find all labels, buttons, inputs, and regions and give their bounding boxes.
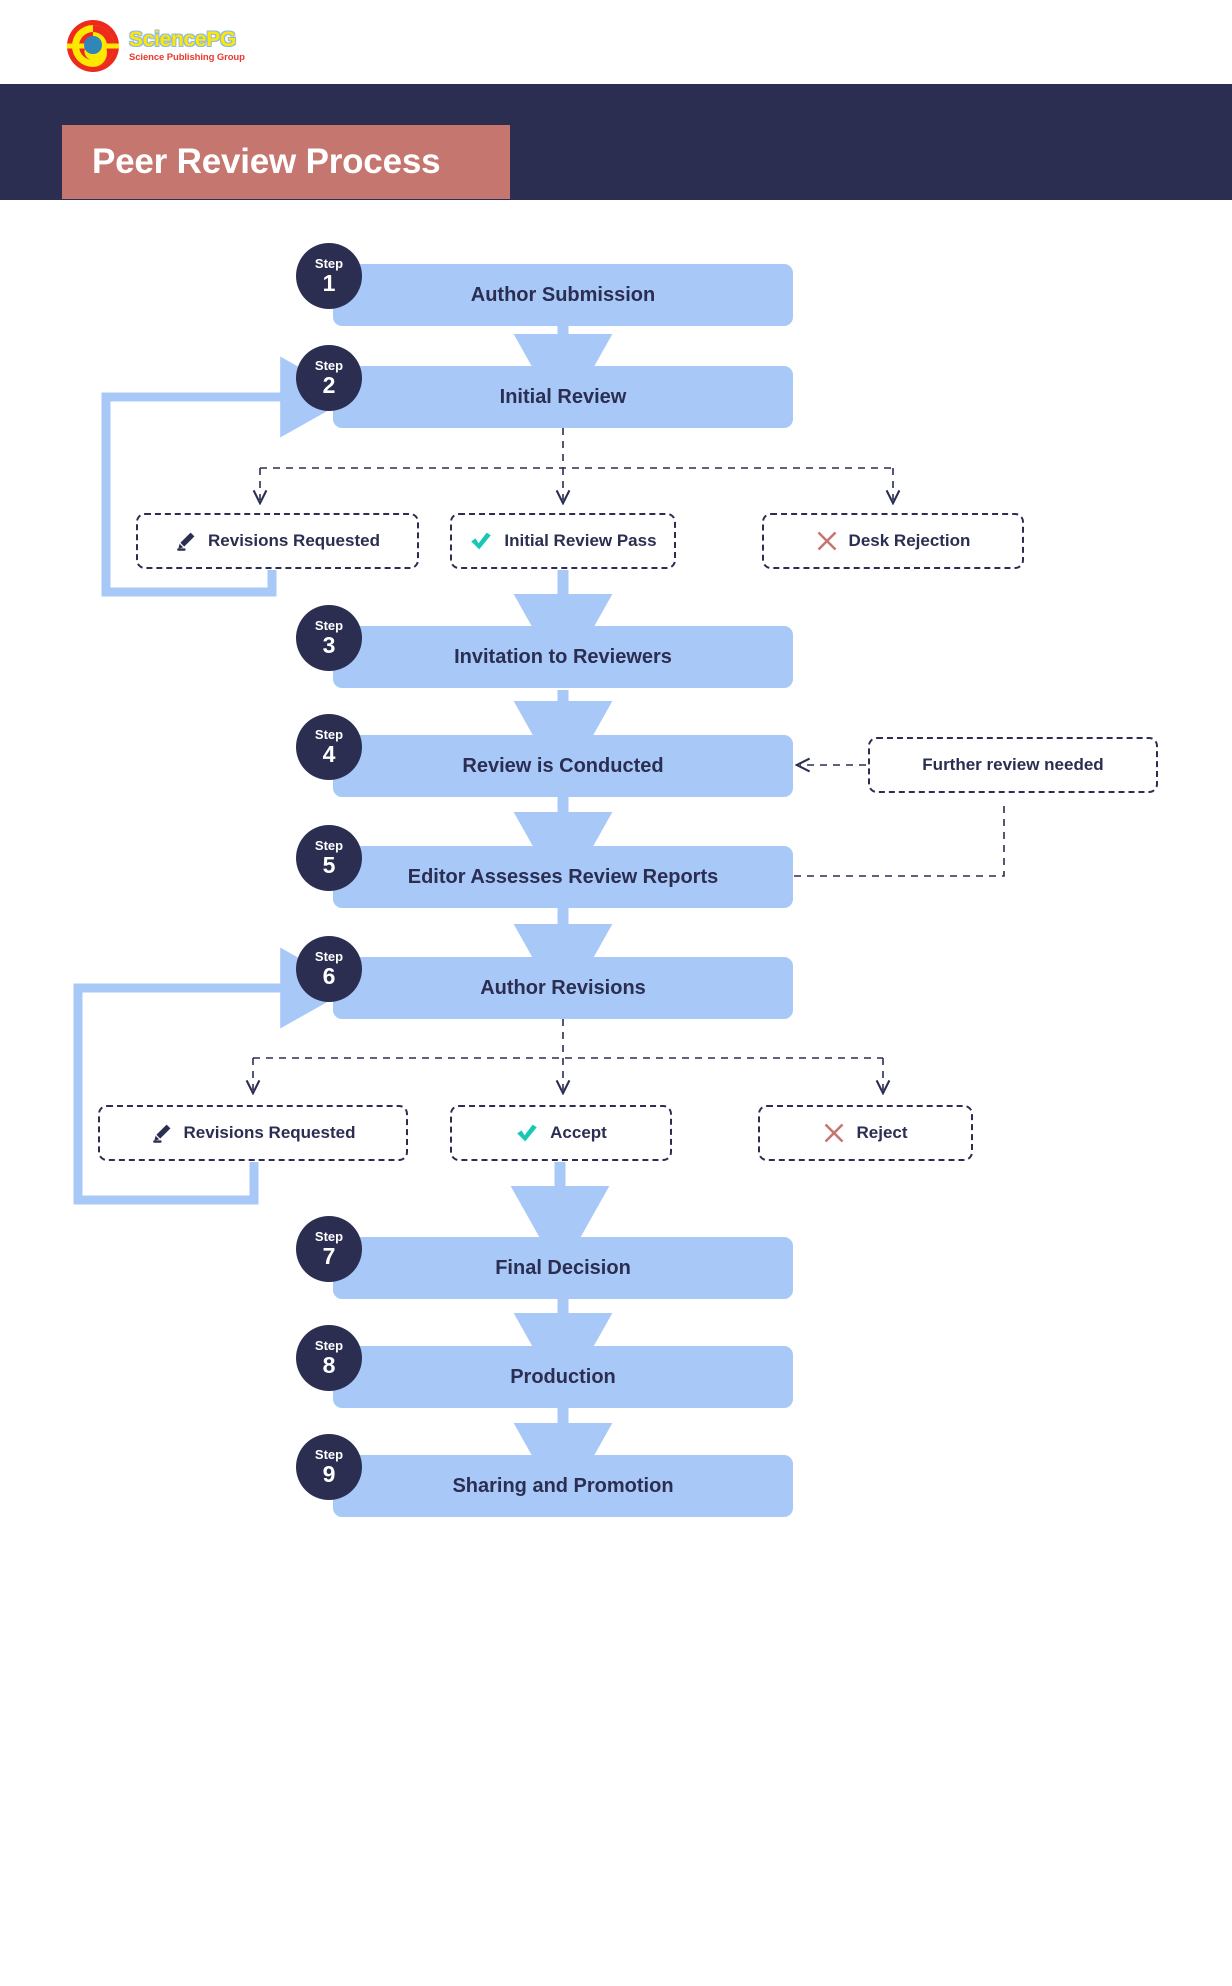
step-badge-3: Step 3 bbox=[296, 605, 362, 671]
step-badge-5: Step 5 bbox=[296, 825, 362, 891]
decision-initial-review-pass[interactable]: Initial Review Pass bbox=[450, 513, 676, 569]
step-number: 9 bbox=[322, 1460, 336, 1487]
node-production[interactable]: Production bbox=[333, 1346, 793, 1408]
step-number: 5 bbox=[322, 851, 336, 878]
connector-layer bbox=[73, 326, 1005, 1511]
node-label: Editor Assesses Review Reports bbox=[407, 865, 719, 888]
pencil-icon bbox=[175, 530, 197, 552]
step-number: 8 bbox=[322, 1351, 336, 1378]
node-label: Initial Review bbox=[499, 385, 627, 408]
step-number: 4 bbox=[322, 740, 336, 767]
node-label: Final Decision bbox=[495, 1256, 631, 1279]
decision-label: Initial Review Pass bbox=[504, 531, 657, 550]
node-review-is-conducted[interactable]: Review is Conducted bbox=[333, 735, 793, 797]
step-badge-9: Step 9 bbox=[296, 1434, 362, 1500]
step-number: 6 bbox=[322, 962, 336, 989]
step-badge-8: Step 8 bbox=[296, 1325, 362, 1391]
step-word: Step bbox=[314, 1228, 344, 1244]
step-word: Step bbox=[314, 948, 344, 964]
decision-revisions-requested-2[interactable]: Revisions Requested bbox=[98, 1105, 408, 1161]
step-word: Step bbox=[314, 1446, 344, 1462]
sciencepg-logo-icon bbox=[66, 19, 120, 73]
step-number: 2 bbox=[322, 371, 336, 398]
step-badge-6: Step 6 bbox=[296, 936, 362, 1002]
decision-desk-rejection[interactable]: Desk Rejection bbox=[762, 513, 1024, 569]
page-title-block: Peer Review Process bbox=[62, 125, 510, 199]
decision-label: Reject bbox=[856, 1123, 908, 1142]
step-number: 1 bbox=[322, 269, 336, 296]
node-sharing-and-promotion[interactable]: Sharing and Promotion bbox=[333, 1455, 793, 1517]
step-word: Step bbox=[314, 1337, 344, 1353]
node-author-submission[interactable]: Author Submission bbox=[333, 264, 793, 326]
node-label: Author Revisions bbox=[480, 976, 646, 999]
node-label: Author Submission bbox=[470, 283, 656, 306]
flowchart-canvas: Author Submission Step 1 Initial Review … bbox=[0, 200, 1232, 1986]
decision-label: Revisions Requested bbox=[208, 531, 380, 550]
step-number: 7 bbox=[322, 1242, 336, 1269]
check-icon bbox=[469, 530, 493, 552]
node-invitation-to-reviewers[interactable]: Invitation to Reviewers bbox=[333, 626, 793, 688]
brand-name: SciencePG bbox=[129, 28, 237, 52]
node-author-revisions[interactable]: Author Revisions bbox=[333, 957, 793, 1019]
node-final-decision[interactable]: Final Decision bbox=[333, 1237, 793, 1299]
decision-label: Accept bbox=[550, 1123, 607, 1142]
node-initial-review[interactable]: Initial Review bbox=[333, 366, 793, 428]
brand-logo[interactable]: SciencePG Science Publishing Group bbox=[66, 16, 286, 76]
node-label: Sharing and Promotion bbox=[452, 1474, 674, 1497]
step-word: Step bbox=[314, 617, 344, 633]
page-title: Peer Review Process bbox=[92, 142, 441, 181]
node-label: Production bbox=[510, 1365, 616, 1388]
node-label: Invitation to Reviewers bbox=[454, 645, 672, 668]
decision-accept[interactable]: Accept bbox=[450, 1105, 672, 1161]
step-badge-7: Step 7 bbox=[296, 1216, 362, 1282]
step-word: Step bbox=[314, 255, 344, 271]
cross-icon bbox=[823, 1122, 845, 1144]
note-label: Further review needed bbox=[922, 755, 1104, 774]
decision-revisions-requested-1[interactable]: Revisions Requested bbox=[136, 513, 419, 569]
decision-label: Desk Rejection bbox=[848, 531, 971, 550]
decision-reject[interactable]: Reject bbox=[758, 1105, 973, 1161]
decision-label: Revisions Requested bbox=[183, 1123, 356, 1142]
pencil-icon bbox=[151, 1122, 173, 1144]
step-number: 3 bbox=[322, 631, 336, 658]
node-editor-assesses-review-reports[interactable]: Editor Assesses Review Reports bbox=[333, 846, 793, 908]
step-word: Step bbox=[314, 837, 344, 853]
cross-icon bbox=[816, 530, 838, 552]
check-icon bbox=[515, 1122, 539, 1144]
node-label: Review is Conducted bbox=[462, 754, 664, 777]
step-badge-1: Step 1 bbox=[296, 243, 362, 309]
step-badge-2: Step 2 bbox=[296, 345, 362, 411]
note-further-review-needed[interactable]: Further review needed bbox=[868, 737, 1158, 793]
step-word: Step bbox=[314, 726, 344, 742]
step-badge-4: Step 4 bbox=[296, 714, 362, 780]
step-word: Step bbox=[314, 357, 344, 373]
brand-tagline: Science Publishing Group bbox=[129, 52, 245, 64]
